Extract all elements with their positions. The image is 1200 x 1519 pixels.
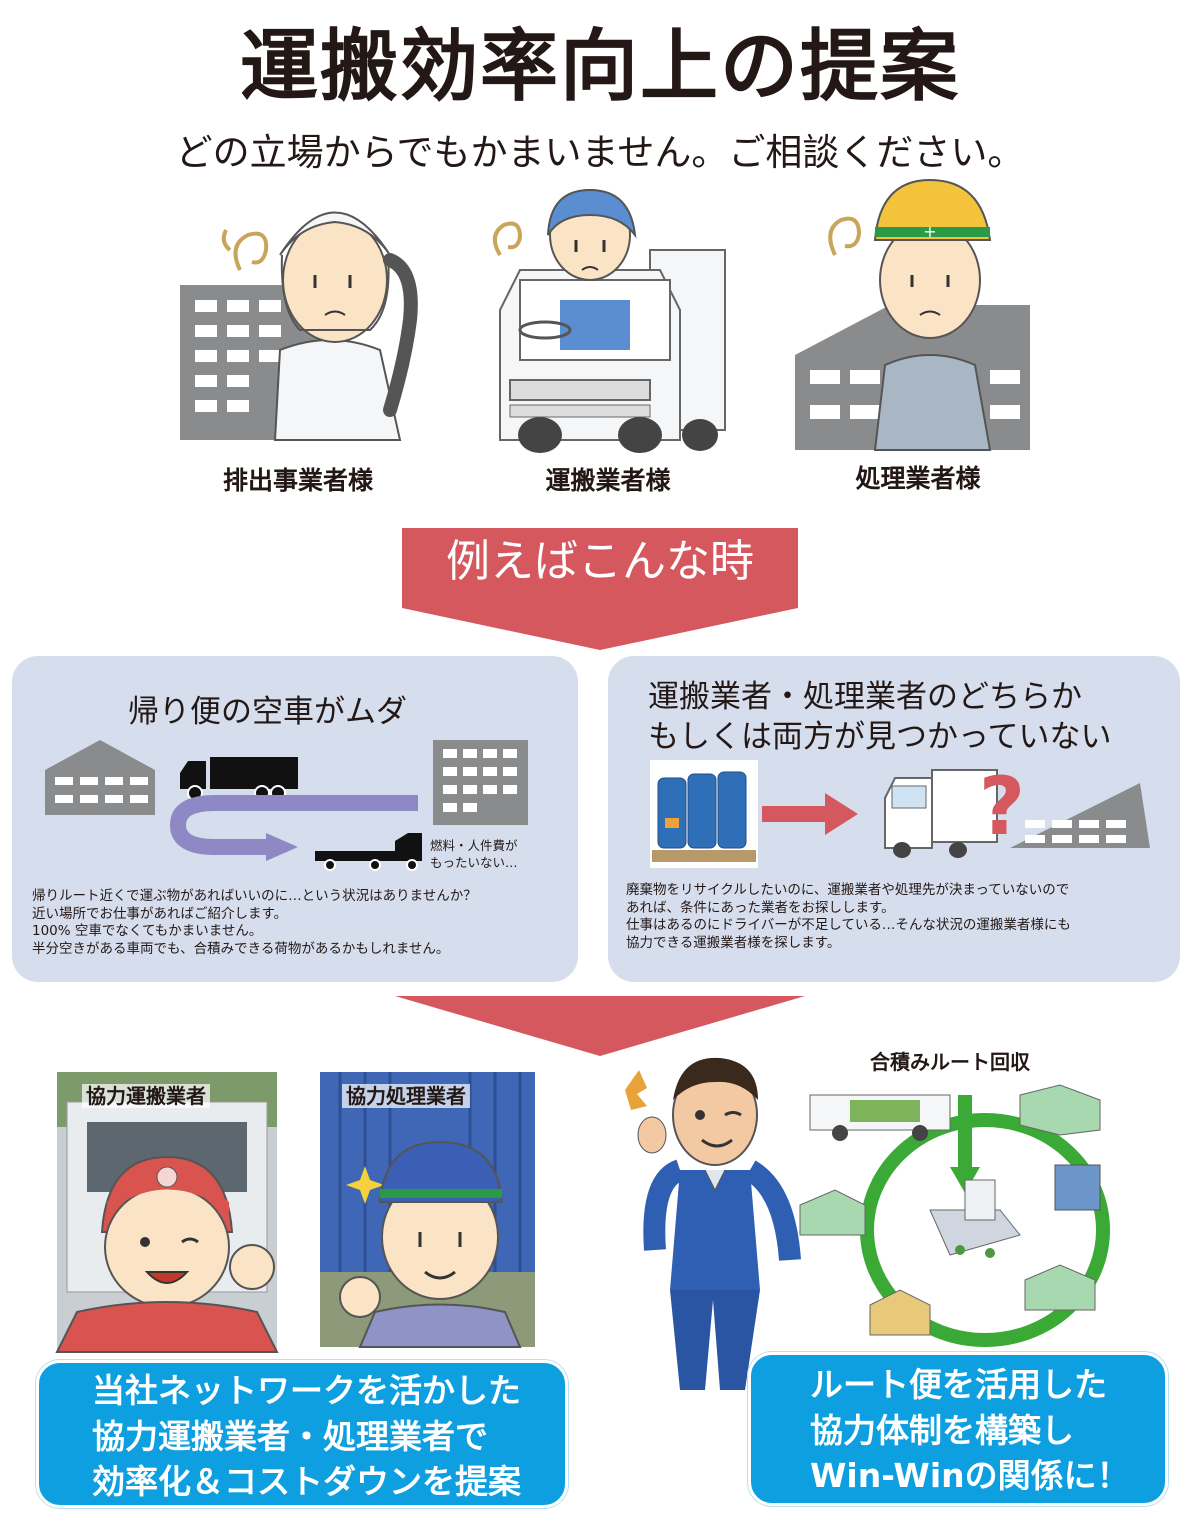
summary-left-line: 当社ネットワークを活かした (92, 1371, 521, 1410)
summary-box-left (36, 1360, 568, 1508)
persona-label-processor: 処理業者様 (855, 464, 981, 493)
summary-left-line: 協力運搬業者・処理業者で (92, 1416, 488, 1456)
persona-label-carrier: 運搬業者様 (545, 466, 671, 495)
route-title: 合積みルート回収 (870, 1050, 1030, 1074)
helmet-worker-icon: + (795, 178, 1030, 451)
right-card-body-line: あれば、条件にあった業者をお探しします。 (626, 899, 895, 916)
summary-left-text: 当社ネットワークを活かした 協力運搬業者・処理業者で 効率化＆コストダウンを提案 (92, 1368, 521, 1505)
shared-route-diagram (799, 1084, 1110, 1347)
summary-right-line: 協力体制を構築し (810, 1410, 1074, 1450)
partner-carrier-photo (55, 1072, 279, 1353)
banner-arrow (402, 528, 798, 650)
summary-box-right (748, 1352, 1168, 1506)
summary-right-line: Win-Winの関係に！ (810, 1456, 1130, 1496)
businessman-thumbs-up-icon (625, 1057, 801, 1390)
right-card-body-line: 廃棄物をリサイクルしたいのに、運搬業者や処理先が決まっていないので (626, 882, 1070, 898)
left-card-body-line: 100% 空車でなくてもかまいません。 (32, 923, 263, 940)
partner-processor-label: 協力処理業者 (342, 1084, 470, 1108)
summary-right-text: ルート便を活用した 協力体制を構築し Win-Winの関係に！ (810, 1362, 1130, 1499)
partner-carrier-label: 協力運搬業者 (82, 1084, 210, 1108)
right-card-body-line: 協力できる運搬業者様を探します。 (626, 934, 841, 951)
right-card-title-line-1: 運搬業者・処理業者のどちらか (648, 679, 1082, 715)
truck-caption-line-2: もったいない… (430, 855, 518, 870)
route-diagram (45, 740, 528, 871)
banner-label: 例えばこんな時 (446, 536, 754, 587)
right-card-title-line-2: もしくは両方が見つかっていない (648, 719, 1112, 755)
page-subtitle: どの立場からでもかまいません。ご相談ください。 (175, 131, 1025, 174)
truck-driver-icon (492, 188, 726, 453)
summary-left-line: 効率化＆コストダウンを提案 (92, 1462, 521, 1502)
page-title: 運搬効率向上の提案 (239, 22, 960, 112)
left-card-body-line: 帰りルート近くで運ぶ物があればいいのに…という状況はありませんか？ (32, 888, 477, 904)
question-mark: ? (979, 760, 1025, 853)
summary-right-line: ルート便を活用した (810, 1365, 1107, 1404)
result-arrow (395, 996, 805, 1056)
right-card-body: 廃棄物をリサイクルしたいのに、運搬業者や処理先が決まっていないので あれば、条件… (626, 882, 1171, 952)
left-card-body-line: 近い場所でお仕事があればご紹介します。 (32, 905, 288, 922)
persona-label-discharger: 排出事業者様 (222, 466, 373, 495)
drum-to-truck-diagram: ? (650, 760, 1150, 868)
factory-worker-icon (180, 211, 418, 441)
svg-text:+: + (923, 222, 936, 241)
right-card-body-line: 仕事はあるのにドライバーが不足している…そんな状況の運搬業者様にも (626, 917, 1071, 934)
left-card-body-line: 半分空きがある車両でも、合積みできる荷物があるかもしれません。 (32, 940, 450, 957)
truck-caption-line-1: 燃料・人件費が (430, 838, 518, 853)
left-card-title: 帰り便の空車がムダ (128, 694, 407, 730)
left-card-body: 帰りルート近くで運ぶ物があればいいのに…という状況はありませんか？ 近い場所でお… (32, 888, 572, 958)
partner-processor-photo (320, 1072, 535, 1348)
